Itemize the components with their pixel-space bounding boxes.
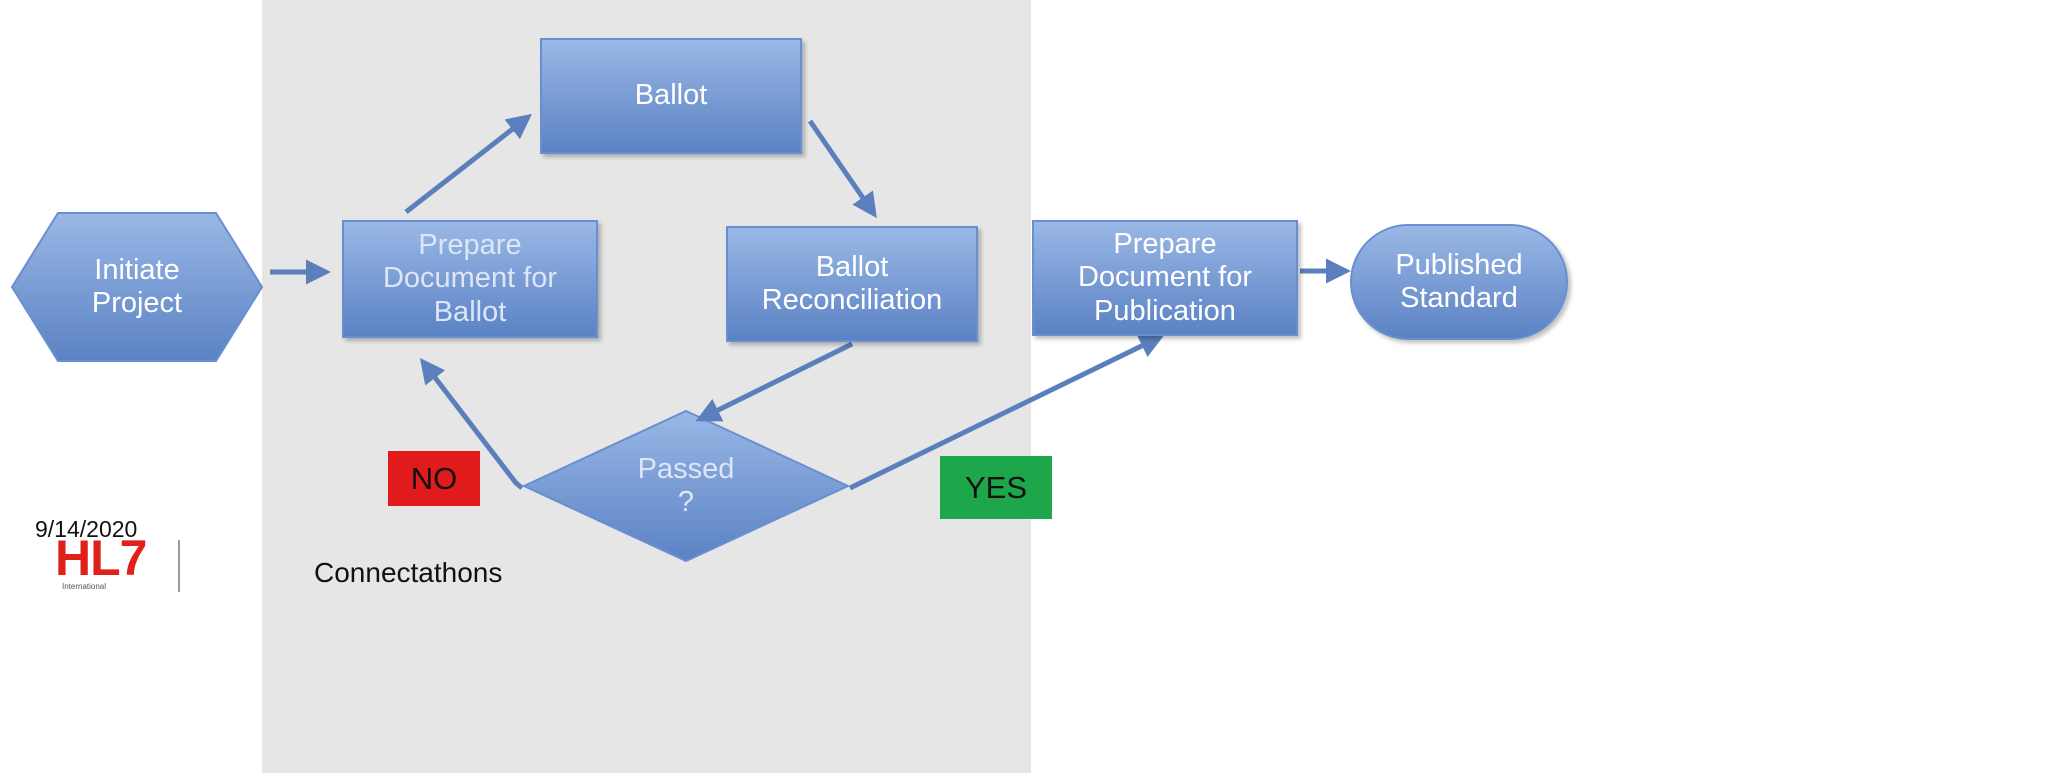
ballot-reconciliation-box: Ballot Reconciliation — [726, 226, 978, 342]
published-label: Published Standard — [1395, 248, 1523, 314]
arrow-passed-no-to-prepare — [419, 358, 524, 490]
prepare-document-for-publication-box: Prepare Document for Publication — [1032, 220, 1298, 336]
passed-label: Passed ? — [637, 452, 735, 518]
connectathons-label: Connectathons — [314, 557, 503, 588]
yes-badge: YES — [940, 456, 1052, 519]
initiate-project-label: Initiate Project — [91, 253, 183, 319]
prepare-ballot-label: Prepare Document for Ballot — [382, 228, 558, 328]
no-badge: NO — [388, 451, 480, 506]
passed-decision-diamond — [521, 409, 851, 563]
arrow-prepare-to-ballot — [404, 113, 532, 214]
hl7-logo: HL7 — [55, 530, 147, 586]
prepare-document-for-ballot-box: Prepare Document for Ballot — [342, 220, 598, 338]
initiate-hexagon — [10, 212, 264, 362]
arrow-reconciliation-to-passed — [695, 341, 854, 422]
reconciliation-label: Ballot Reconciliation — [761, 250, 943, 316]
arrow-ballot-to-reconciliation — [807, 119, 877, 219]
arrow-passed-yes-to-publication — [848, 334, 1165, 491]
hl7-logo-subtitle: International — [62, 582, 107, 591]
ballot-label: Ballot — [634, 79, 708, 112]
footer-divider — [178, 540, 180, 592]
ballot-box: Ballot — [540, 38, 802, 154]
prepare-publication-label: Prepare Document for Publication — [1077, 227, 1253, 327]
published-standard-terminal: Published Standard — [1350, 224, 1568, 340]
footer-date: 9/14/2020 — [35, 516, 138, 542]
